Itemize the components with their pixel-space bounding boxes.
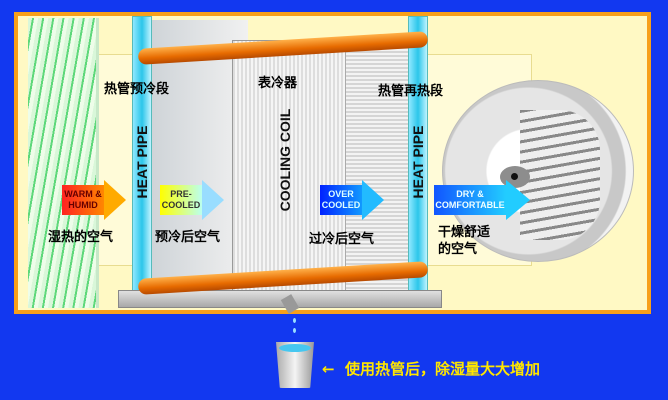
arrow-over-cooled: OVER COOLED xyxy=(320,180,384,220)
fan-blades xyxy=(520,110,600,240)
arrow-pre-cooled: PRE-COOLED xyxy=(160,180,224,220)
reheat-fins xyxy=(345,45,409,302)
note: ← 使用热管后，除湿量大大增加 xyxy=(322,358,540,379)
pre-cooled-cn: 预冷后空气 xyxy=(155,230,221,245)
cooling-coil-label: COOLING COIL xyxy=(277,108,293,212)
cooling-coil xyxy=(232,40,346,300)
water-drop xyxy=(293,328,296,333)
note-text: 使用热管后，除湿量大大增加 xyxy=(345,360,541,378)
heat-pipe-label: HEAT PIPE xyxy=(410,125,426,199)
water-drop xyxy=(293,318,296,323)
reheat-section-label: 热管再热段 xyxy=(378,84,444,99)
dry-comfortable-cn: 干燥舒适的空气 xyxy=(438,225,491,257)
over-cooled-cn: 过冷后空气 xyxy=(309,232,375,247)
heat-pipe-label: HEAT PIPE xyxy=(134,125,150,199)
condensate-water xyxy=(279,344,311,352)
arrow-warm-humid: WARM & HUMID xyxy=(62,180,126,220)
left-arrow-icon: ← xyxy=(322,360,335,378)
precool-fins xyxy=(150,20,248,300)
air-filter xyxy=(28,18,99,308)
fan-axle xyxy=(511,173,518,180)
cooling-coil-cn-label: 表冷器 xyxy=(258,76,298,91)
drain-tray xyxy=(118,290,442,308)
warm-humid-cn: 湿热的空气 xyxy=(48,230,114,245)
arrow-dry-comfortable: DRY & COMFORTABLE xyxy=(434,180,530,220)
precool-section-label: 热管预冷段 xyxy=(104,82,170,97)
